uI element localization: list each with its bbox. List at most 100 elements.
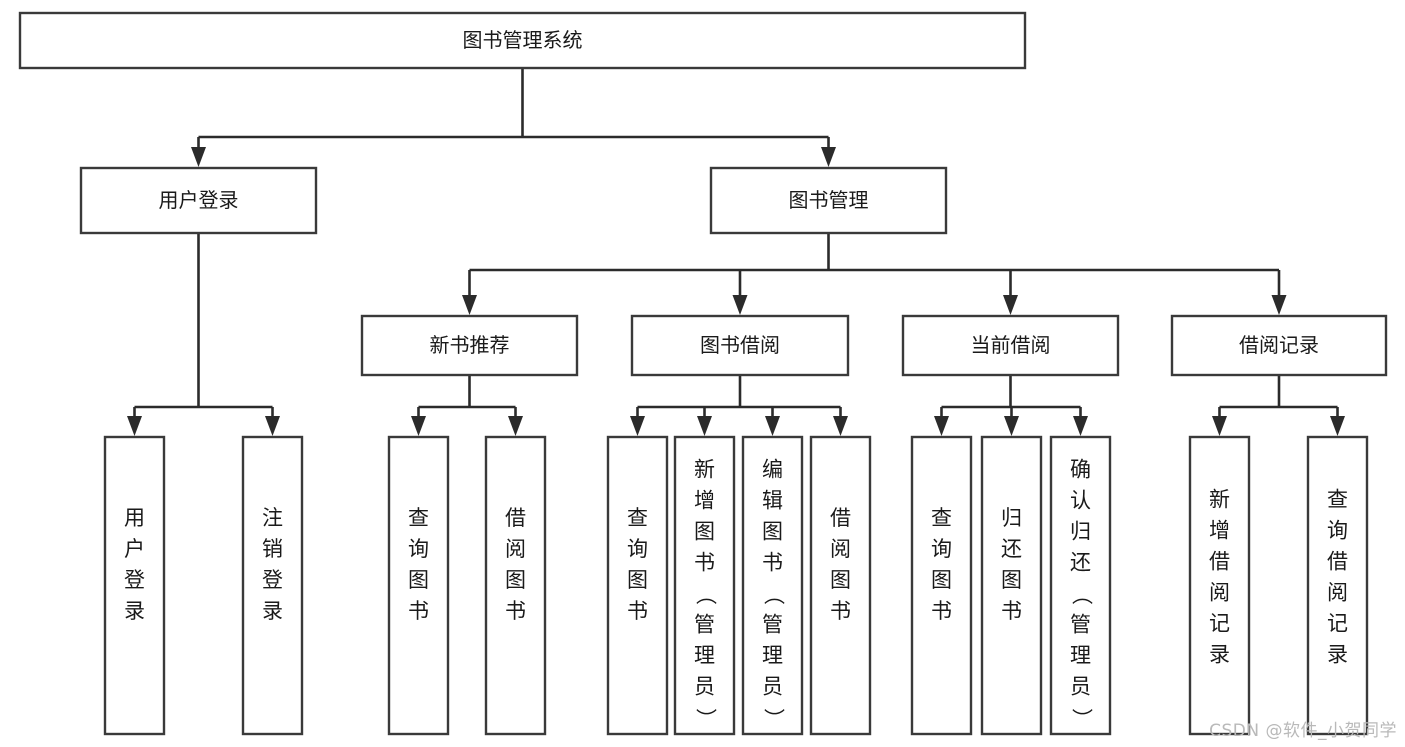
leaf-leaf-borrow-book-2[interactable] — [809, 435, 872, 736]
leaf-leaf-user-login-label: 用户登录 — [124, 506, 145, 623]
leaf-label-char: 登 — [124, 568, 145, 592]
arrow-head — [1073, 416, 1088, 436]
leaf-label-char: 管 — [1070, 613, 1091, 637]
node-root[interactable] — [18, 11, 1027, 70]
node-user-login[interactable] — [79, 166, 318, 235]
leaf-label-char: 编 — [762, 458, 783, 482]
node-book-management[interactable] — [709, 166, 948, 235]
leaf-label-char: 记 — [1327, 612, 1348, 636]
node-book-management-label: 图书管理 — [789, 188, 869, 212]
leaf-label-char: 理 — [1070, 644, 1091, 668]
leaf-label-char: 新 — [694, 458, 715, 482]
leaf-label-char: 查 — [1327, 488, 1348, 512]
leaf-leaf-edit-book[interactable] — [741, 435, 804, 736]
leaf-label-char: 归 — [1001, 506, 1022, 530]
arrow-head — [1330, 416, 1345, 436]
arrow-head — [630, 416, 645, 436]
node-new-book-recommend[interactable] — [360, 314, 579, 377]
leaf-label-char: 书 — [931, 599, 952, 623]
leaf-leaf-query-record[interactable] — [1306, 435, 1369, 736]
leaf-leaf-borrow-book-1[interactable] — [484, 435, 547, 736]
leaf-leaf-confirm-return[interactable] — [1049, 435, 1112, 736]
leaf-leaf-query-book-1[interactable] — [387, 435, 450, 736]
node-root-label: 图书管理系统 — [463, 28, 583, 52]
leaf-label-char: 认 — [1070, 489, 1091, 513]
node-user-login-label: 用户登录 — [159, 188, 239, 212]
leaf-leaf-query-book-3[interactable] — [910, 435, 973, 736]
leaf-leaf-add-record[interactable] — [1188, 435, 1251, 736]
leaf-label-char: 录 — [1327, 643, 1348, 667]
arrow-head — [127, 416, 142, 436]
leaf-label-char: 录 — [262, 599, 283, 623]
leaf-label-char: 增 — [1209, 519, 1230, 543]
leaf-leaf-add-book[interactable] — [673, 435, 736, 736]
leaf-label-char: 确 — [1070, 458, 1091, 482]
arrow-head — [1271, 295, 1287, 315]
leaf-leaf-user-logout[interactable] — [241, 435, 304, 736]
leaf-label-char: 员 — [762, 675, 783, 699]
leaf-label-char: 注 — [262, 506, 283, 530]
node-new-book-recommend-label: 新书推荐 — [430, 333, 510, 357]
leaf-label-char: （ — [694, 584, 718, 605]
leaf-label-char: 书 — [408, 599, 429, 623]
leaf-label-char: 销 — [262, 537, 283, 561]
leaf-label-char: 阅 — [830, 537, 851, 561]
leaf-label-char: 书 — [627, 599, 648, 623]
leaf-label-char: 查 — [627, 506, 648, 530]
leaf-label-char: 管 — [694, 613, 715, 637]
arrow-head — [697, 416, 712, 436]
leaf-label-char: 查 — [408, 506, 429, 530]
leaf-label-char: 用 — [124, 506, 145, 530]
leaf-label-char: 阅 — [1209, 581, 1230, 605]
leaf-label-char: 阅 — [1327, 581, 1348, 605]
leaf-label-char: 询 — [408, 537, 429, 561]
leaf-label-char: ） — [694, 708, 718, 729]
arrow-head — [265, 416, 280, 436]
leaf-label-char: 理 — [694, 644, 715, 668]
leaf-label-char: 询 — [627, 537, 648, 561]
leaf-label-char: （ — [1070, 584, 1094, 605]
leaf-label-char: 阅 — [505, 537, 526, 561]
leaf-label-char: 书 — [762, 551, 783, 575]
nodes-layer: 图书管理系统用户登录用户登录注销登录图书管理新书推荐查询图书借阅图书图书借阅查询… — [18, 11, 1388, 736]
leaf-label-char: 录 — [1209, 643, 1230, 667]
leaf-label-char: ） — [1070, 708, 1094, 729]
leaf-label-char: 借 — [505, 506, 526, 530]
node-borrow-records[interactable] — [1170, 314, 1388, 377]
leaf-label-char: 书 — [830, 599, 851, 623]
leaf-leaf-user-login[interactable] — [103, 435, 166, 736]
leaf-leaf-return-book[interactable] — [980, 435, 1043, 736]
leaf-label-char: 户 — [124, 537, 145, 561]
node-book-borrow[interactable] — [630, 314, 850, 377]
arrow-head — [462, 295, 477, 315]
arrow-head — [1003, 295, 1018, 315]
node-borrow-records-label: 借阅记录 — [1239, 333, 1319, 357]
leaf-label-char: 图 — [1001, 568, 1022, 592]
leaf-label-char: 询 — [1327, 519, 1348, 543]
arrow-head — [765, 416, 780, 436]
leaf-leaf-query-book-2[interactable] — [606, 435, 669, 736]
leaf-label-char: 图 — [830, 568, 851, 592]
leaf-label-char: （ — [762, 584, 786, 605]
arrow-head — [934, 416, 949, 436]
node-current-borrow[interactable] — [901, 314, 1120, 377]
leaf-label-char: 借 — [1209, 550, 1230, 574]
leaf-label-char: 书 — [1001, 599, 1022, 623]
edges-layer — [127, 68, 1345, 436]
leaf-label-char: 员 — [1070, 675, 1091, 699]
leaf-label-char: 理 — [762, 644, 783, 668]
watermark-text: CSDN @软件_小贺同学 — [1209, 721, 1397, 741]
leaf-label-char: 书 — [694, 551, 715, 575]
leaf-label-char: ） — [762, 708, 786, 729]
